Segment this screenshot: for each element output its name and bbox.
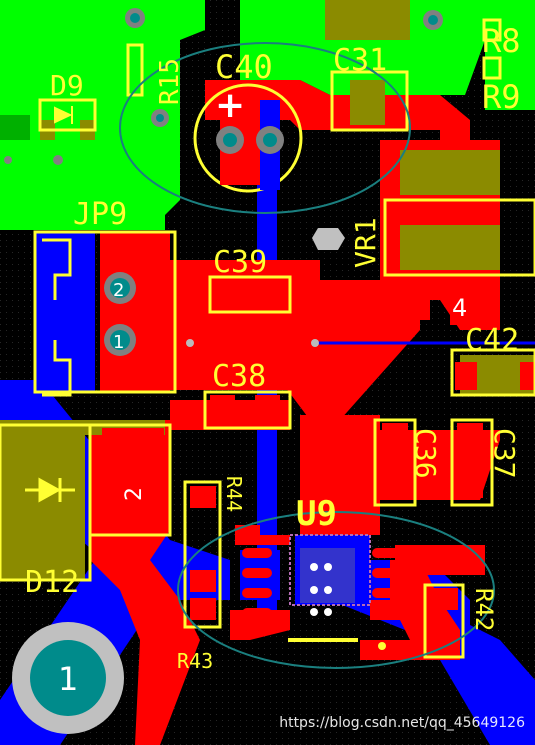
large-pad-1 xyxy=(12,622,124,734)
u9-ic-footprint xyxy=(242,534,402,650)
smd-pads xyxy=(0,0,535,580)
label-r44: R44 xyxy=(222,476,246,512)
label-jp9: JP9 xyxy=(73,197,127,232)
d12-diode-symbol xyxy=(25,477,75,503)
label-r9: R9 xyxy=(482,78,521,116)
c40-polarity-mark: + xyxy=(215,85,245,126)
label-r8: R8 xyxy=(482,22,521,60)
label-vr1: VR1 xyxy=(349,217,382,268)
label-c39: C39 xyxy=(213,245,267,280)
jp9-pins xyxy=(104,272,136,356)
label-d12: D12 xyxy=(25,565,79,600)
resistor-pads xyxy=(102,280,535,652)
annotation-ellipses xyxy=(119,42,495,669)
jp9-pin2-number: 2 xyxy=(113,280,124,301)
watermark-text: https://blog.csdn.net/qq_45649126 xyxy=(279,715,525,731)
jp9-pin1-number: 1 xyxy=(113,332,124,353)
c40-capacitor xyxy=(216,100,284,190)
large-pad-number: 1 xyxy=(58,660,78,698)
label-c38: C38 xyxy=(212,359,266,394)
vr1-pin4-number: 4 xyxy=(452,294,467,322)
label-u9: U9 xyxy=(296,494,337,534)
label-c42: C42 xyxy=(465,323,519,358)
label-c40: C40 xyxy=(215,48,273,86)
d9-diode-symbol xyxy=(54,106,73,124)
label-c37: C37 xyxy=(488,428,521,479)
label-c31: C31 xyxy=(333,43,387,78)
label-r43: R43 xyxy=(177,649,213,673)
d12-pin2-number: 2 xyxy=(122,487,147,501)
label-r15: R15 xyxy=(155,58,185,105)
label-d9: D9 xyxy=(50,69,84,102)
label-r42: R42 xyxy=(470,588,498,631)
vias xyxy=(4,8,443,347)
silkscreen-outlines xyxy=(0,18,535,659)
label-c36: C36 xyxy=(409,428,442,479)
